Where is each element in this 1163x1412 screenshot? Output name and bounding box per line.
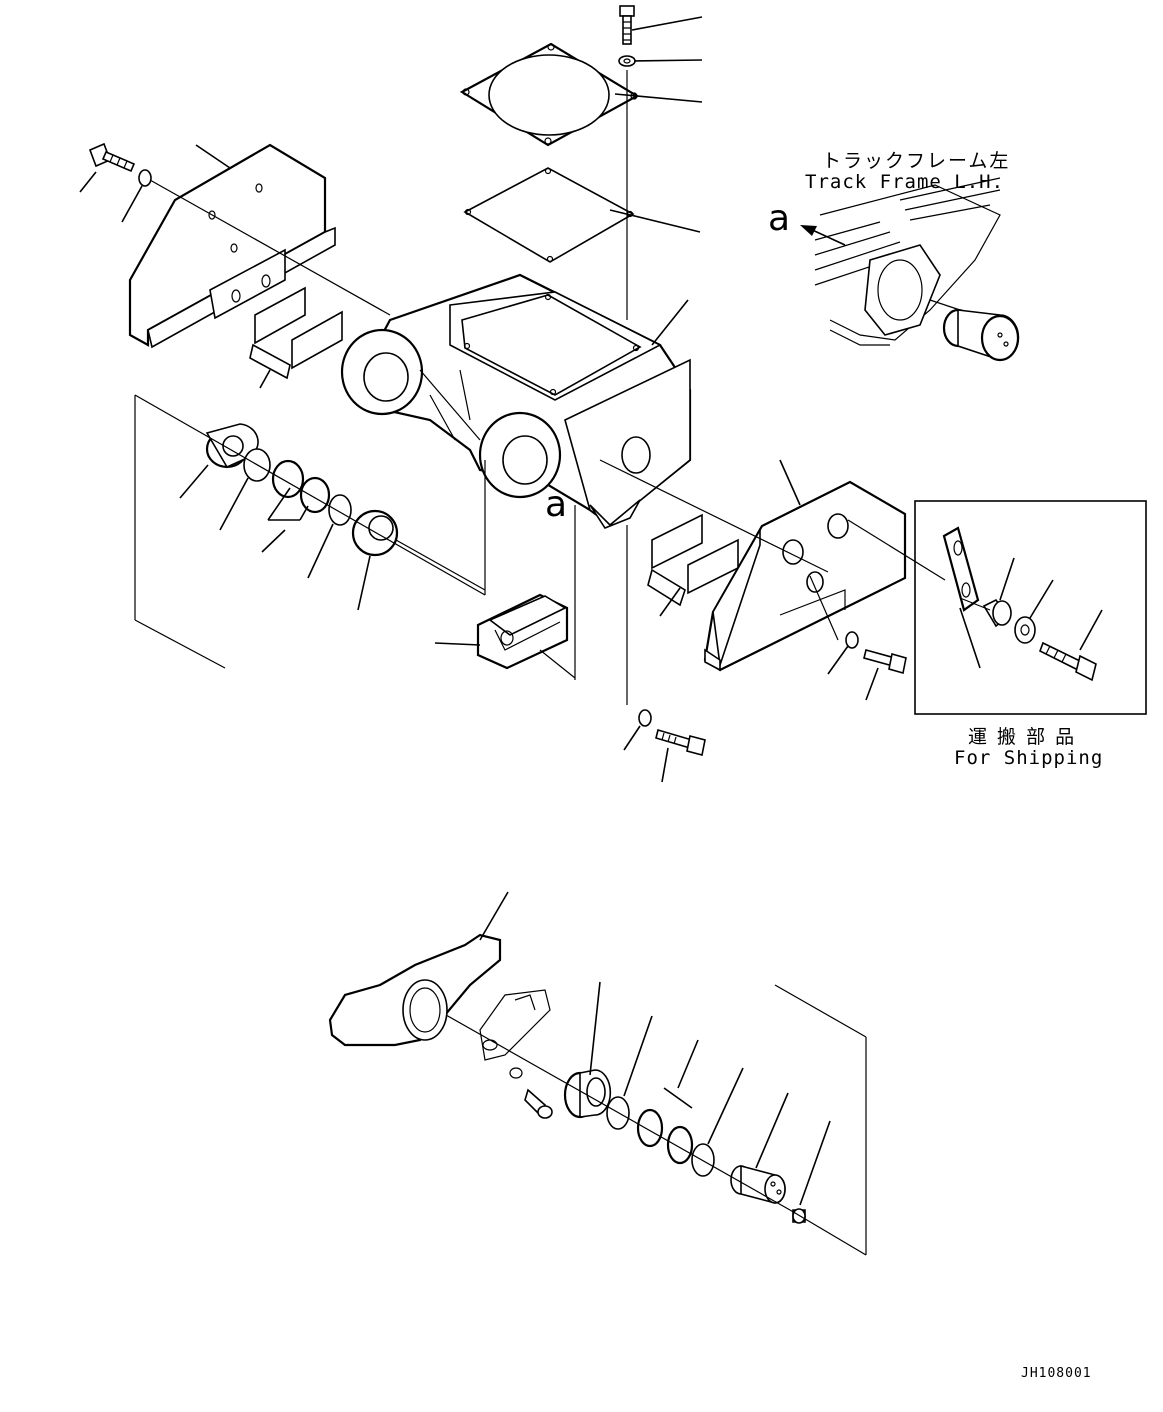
shipping-collar bbox=[982, 598, 1012, 628]
left-side-guard bbox=[128, 143, 336, 349]
shipping-label-en: For Shipping bbox=[954, 747, 1104, 769]
o-ring-2 bbox=[299, 476, 331, 514]
bottom-bolt bbox=[655, 728, 706, 756]
left-bolt bbox=[88, 142, 136, 173]
right-bolt bbox=[863, 649, 907, 675]
small-washer bbox=[509, 1067, 523, 1079]
drawing-code: JH108001 bbox=[1021, 1366, 1092, 1381]
track-frame-pin bbox=[942, 308, 1020, 362]
shipping-label-jp: 運 搬 部 品 bbox=[968, 726, 1077, 748]
right-shims bbox=[647, 513, 739, 607]
pin-o-ring-2 bbox=[666, 1125, 694, 1165]
centerlines bbox=[134, 70, 991, 1256]
top-cover-plate bbox=[459, 42, 640, 147]
pin bbox=[730, 1164, 786, 1204]
shipping-washer bbox=[1014, 616, 1036, 644]
center-block bbox=[476, 593, 569, 670]
small-bolt bbox=[524, 1088, 553, 1119]
bottom-washer bbox=[638, 709, 652, 727]
track-frame-label-en: Track Frame L.H. bbox=[805, 171, 1005, 193]
shipping-plate bbox=[942, 526, 980, 612]
equalizer-bar bbox=[328, 933, 502, 1047]
right-side-guard bbox=[703, 480, 907, 672]
top-washer bbox=[618, 55, 636, 67]
left-shims bbox=[249, 286, 343, 380]
left-washer bbox=[138, 169, 152, 187]
shipping-bolt bbox=[1038, 641, 1097, 682]
clamp-bracket bbox=[479, 989, 551, 1061]
shipping-box bbox=[914, 500, 1147, 715]
top-bolt bbox=[619, 5, 635, 45]
right-washer bbox=[845, 631, 859, 649]
equalizer-frame-body bbox=[340, 273, 692, 529]
track-frame-label-jp: トラックフレーム左 bbox=[822, 150, 1011, 172]
pin-o-ring-1 bbox=[636, 1108, 664, 1148]
leader-lines bbox=[79, 16, 1103, 1206]
cover-gasket bbox=[463, 167, 635, 263]
o-ring-1 bbox=[271, 459, 305, 499]
view-reference-a-detail: a bbox=[768, 198, 791, 239]
collar bbox=[351, 509, 399, 557]
seal-ring-2 bbox=[328, 494, 352, 526]
pin-bushing bbox=[563, 1069, 612, 1119]
view-arrow-a bbox=[800, 225, 846, 246]
view-reference-a-main: a bbox=[545, 484, 568, 525]
